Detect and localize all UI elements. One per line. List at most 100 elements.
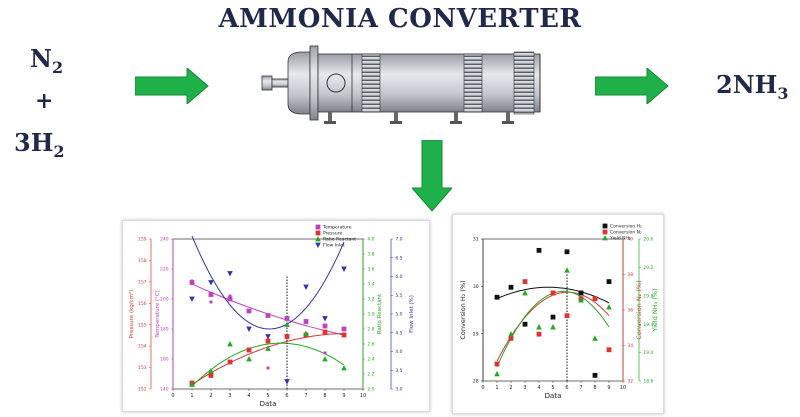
product-nh3: 2NH3: [716, 70, 788, 103]
x-tick-label: 2: [509, 385, 512, 391]
data-point: [522, 289, 528, 296]
y-axis-label: Temperature (°C): [155, 290, 161, 338]
y-tick-label: 200: [160, 297, 169, 303]
data-point: [536, 247, 542, 253]
y-tick-label: 154: [138, 344, 147, 350]
y-tick-label: 30: [473, 284, 479, 290]
legend-entry: Conversion N₂: [610, 230, 642, 236]
data-point: [303, 284, 309, 290]
data-point: [578, 290, 584, 296]
y-tick-label: 3.0: [367, 312, 374, 318]
x-axis-label: Data: [545, 392, 562, 400]
data-point: [322, 323, 328, 329]
data-point: [341, 326, 347, 332]
y-tick-label: 240: [160, 237, 169, 243]
legend-marker: [315, 230, 321, 236]
data-point: [341, 266, 347, 272]
x-tick-label: 1: [495, 385, 498, 391]
data-point: [508, 331, 514, 337]
x-tick-label: 4: [537, 385, 540, 391]
x-axis-label: Data: [260, 400, 277, 408]
data-point: [606, 279, 612, 284]
y-tick-label: 155: [138, 322, 147, 328]
plot-frame: [482, 238, 624, 382]
arrow-down-icon: [412, 140, 452, 212]
y-tick-label: 36: [627, 308, 633, 314]
fit-curve: [191, 235, 345, 330]
n2-subscript: 2: [51, 57, 64, 77]
data-point: [341, 365, 347, 371]
data-point: [592, 296, 598, 302]
x-tick-label: 7: [304, 393, 307, 399]
data-point: [564, 313, 570, 319]
y-tick-label: 4.0: [395, 349, 402, 355]
y-axis-label: Flow Inlet (%): [409, 295, 415, 333]
x-tick-label: 4: [247, 393, 250, 399]
data-point: [189, 381, 195, 387]
data-point: [606, 304, 612, 310]
legend-marker: [602, 223, 608, 229]
fit-curve: [191, 283, 345, 336]
y-tick-label: 140: [160, 387, 169, 393]
data-point: [303, 330, 309, 336]
x-tick-label: 10: [620, 385, 626, 391]
y-tick-label: 153: [138, 365, 147, 371]
y-tick-label: 5.5: [395, 293, 402, 299]
y-tick-label: 3.4: [367, 282, 374, 288]
y-tick-label: 220: [160, 267, 169, 273]
data-point: [208, 280, 214, 286]
y-axis-label: Ratio Reactant: [377, 293, 383, 334]
data-point: [322, 356, 328, 362]
legend-entry: Temperature: [322, 225, 352, 231]
x-tick-label: 2: [209, 393, 212, 399]
legend-marker: [315, 242, 321, 248]
y-tick-label: 7.0: [395, 237, 402, 243]
data-point: [284, 321, 290, 327]
legend-entry: Flow Inlet: [323, 243, 345, 249]
y-tick-label: 19.8: [643, 293, 653, 299]
y-tick-label: 5.0: [395, 312, 402, 318]
diagram-title: AMMONIA CONVERTER: [218, 4, 582, 34]
y-tick-label: 180: [160, 327, 169, 333]
reactor-vessel-icon: [261, 45, 541, 124]
n2-symbol: N: [30, 44, 52, 73]
data-point: [550, 314, 556, 320]
data-point: [246, 347, 252, 353]
data-point: [265, 338, 271, 344]
y-tick-label: 18.6: [643, 379, 653, 385]
y-tick-label: 34: [627, 343, 633, 349]
data-point: [284, 379, 290, 385]
data-point: [494, 361, 500, 367]
data-point: [564, 249, 570, 255]
y-tick-label: 20.2: [643, 265, 653, 271]
data-point: [265, 334, 271, 340]
legend-entry: Yield NH₃: [609, 236, 631, 242]
y-tick-label: 6.0: [395, 274, 402, 280]
y-tick-label: 3.2: [367, 297, 374, 303]
data-point: [322, 329, 328, 335]
x-tick-label: 5: [551, 385, 554, 391]
arrow-right-icon: [595, 68, 669, 104]
data-point: [550, 324, 556, 330]
y-tick-label: 6.5: [395, 255, 402, 261]
y-tick-label: 2.8: [367, 327, 374, 333]
y-tick-label: 3.5: [395, 368, 402, 374]
data-point: [246, 356, 252, 362]
x-tick-label: 1: [190, 393, 193, 399]
data-point: [284, 316, 290, 321]
reactant-h2: 3H2: [14, 128, 65, 161]
y-tick-label: 3.0: [395, 387, 402, 393]
y-tick-label: 4.0: [367, 237, 374, 243]
data-point: [303, 319, 309, 324]
data-point: [208, 368, 214, 374]
data-point: [494, 294, 500, 300]
nh3-coefficient: 2: [716, 70, 733, 99]
y-tick-label: 159: [138, 237, 147, 243]
y-tick-label: 19.0: [643, 350, 653, 356]
data-point: [536, 324, 542, 330]
data-point: [522, 279, 528, 284]
y-tick-label: 32: [627, 379, 633, 385]
y-tick-label: 3.6: [367, 267, 374, 273]
